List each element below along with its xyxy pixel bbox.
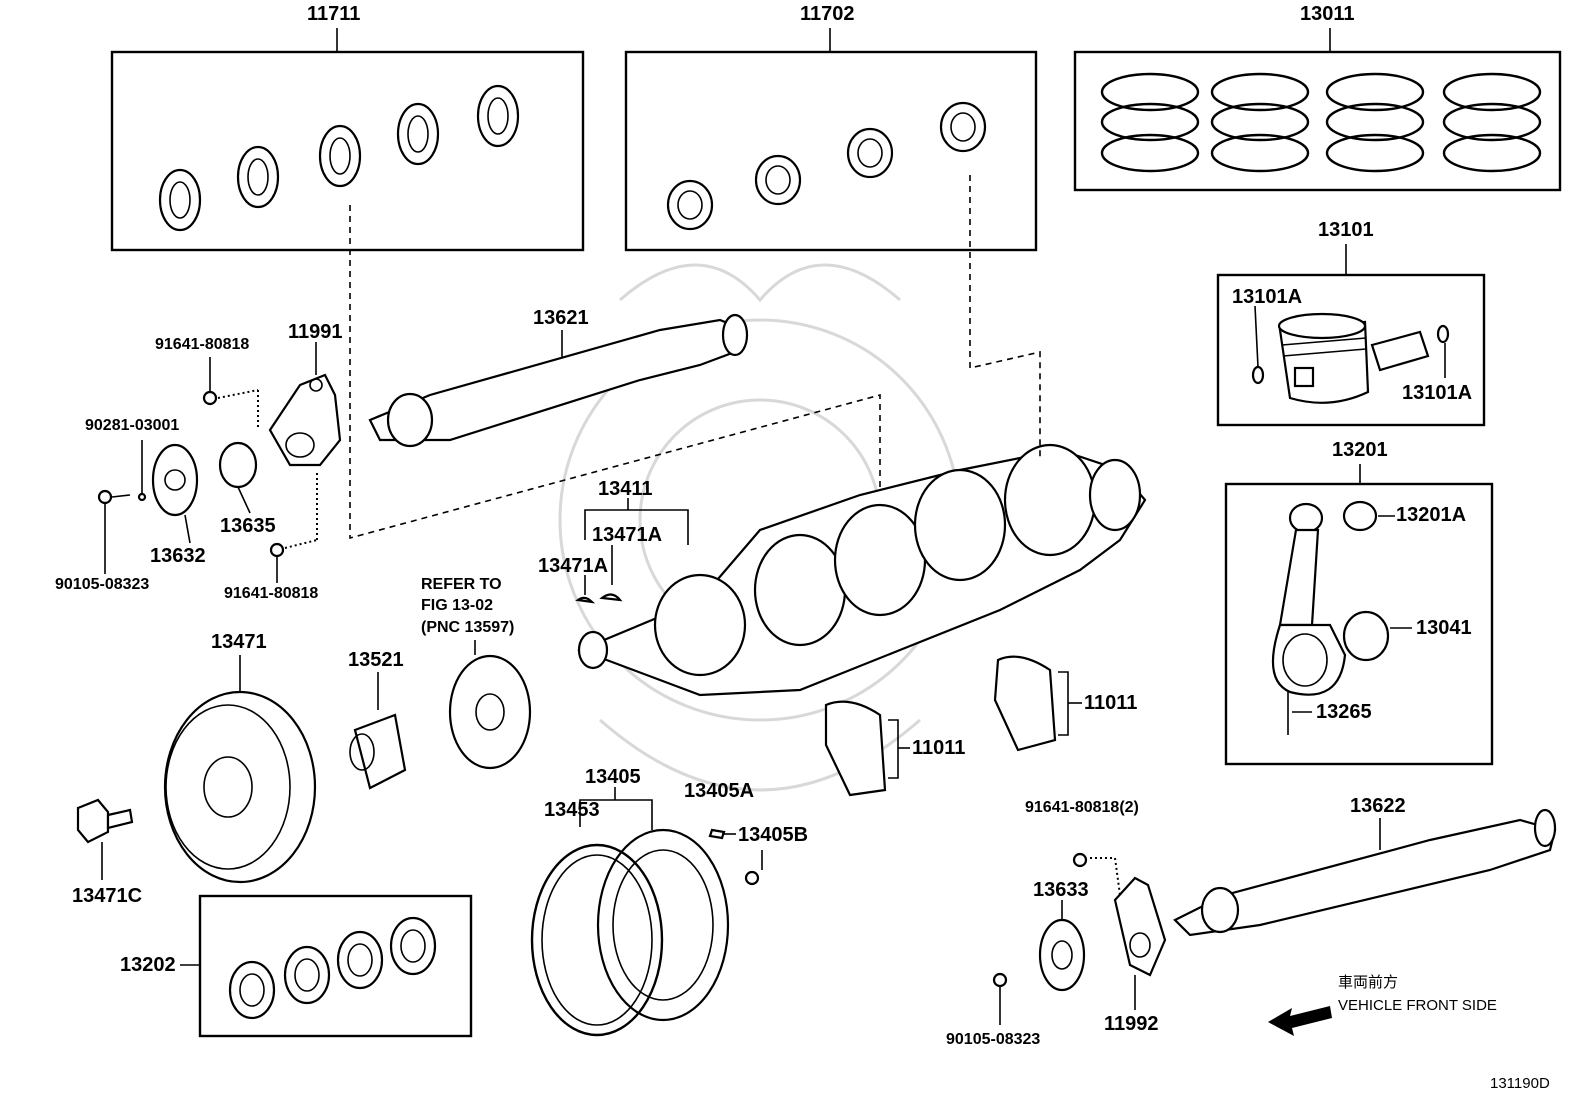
label-91641-80818-2[interactable]: 91641-80818(2) [1025, 799, 1139, 816]
label-13411[interactable]: 13411 [598, 478, 653, 500]
thrust-washers-11011 [824, 655, 1082, 797]
label-11011-right[interactable]: 11011 [1084, 692, 1138, 714]
figure-code: 131190D [1490, 1075, 1550, 1092]
key-leaders [575, 498, 689, 604]
balancer-drive-parts [97, 342, 342, 583]
label-13471a-lower[interactable]: 13471A [538, 555, 609, 577]
crank-sprocket [448, 640, 532, 770]
pulley-bolt-13471c [76, 798, 134, 880]
label-13202[interactable]: 13202 [120, 954, 176, 976]
crank-gear-13521 [349, 672, 407, 790]
flywheel-13405 [530, 787, 763, 1037]
label-91641-80818-b[interactable]: 91641-80818 [224, 585, 319, 602]
label-13622[interactable]: 13622 [1350, 795, 1406, 817]
refer-fig[interactable]: FIG 13-02 [421, 597, 494, 614]
piston-assy-13101 [1216, 244, 1486, 427]
label-13471[interactable]: 13471 [211, 631, 267, 653]
balance-shaft-13622 [1173, 808, 1557, 937]
balance-shaft-13621 [368, 313, 749, 448]
label-13265[interactable]: 13265 [1316, 701, 1372, 723]
label-13101a-1[interactable]: 13101A [1232, 286, 1303, 308]
label-13635[interactable]: 13635 [220, 515, 276, 537]
label-13405b[interactable]: 13405B [738, 824, 809, 846]
label-13011[interactable]: 13011 [1300, 3, 1355, 25]
label-13471a-upper[interactable]: 13471A [592, 524, 663, 546]
label-13405[interactable]: 13405 [585, 766, 641, 788]
label-90105-08323-a[interactable]: 90105-08323 [55, 576, 150, 593]
label-13471c[interactable]: 13471C [72, 885, 143, 907]
label-13632[interactable]: 13632 [150, 545, 206, 567]
label-11011-left[interactable]: 11011 [912, 737, 966, 759]
label-13101[interactable]: 13101 [1318, 219, 1374, 241]
label-13201a[interactable]: 13201A [1396, 504, 1467, 526]
bearing-set-11702 [624, 28, 1038, 252]
crankshaft [349, 175, 1147, 697]
label-13405a[interactable]: 13405A [684, 780, 755, 802]
front-arrow-icon [1268, 1006, 1332, 1036]
label-13041[interactable]: 13041 [1416, 617, 1472, 639]
label-13521[interactable]: 13521 [348, 649, 404, 671]
label-90281-03001[interactable]: 90281-03001 [85, 417, 180, 434]
label-11702[interactable]: 11702 [800, 3, 855, 25]
connecting-rod-assy-13201 [1224, 464, 1494, 766]
label-13621[interactable]: 13621 [533, 307, 589, 329]
label-11991[interactable]: 11991 [288, 321, 343, 343]
label-11711[interactable]: 11711 [307, 3, 361, 25]
front-side-jp: 車両前方 [1338, 974, 1399, 991]
front-side-en: VEHICLE FRONT SIDE [1338, 997, 1497, 1014]
bearing-set-13202 [180, 894, 473, 1038]
label-11992[interactable]: 11992 [1104, 1013, 1159, 1035]
crank-pulley-13471 [163, 655, 317, 884]
label-13453[interactable]: 13453 [544, 799, 600, 821]
bearing-set-11711 [110, 28, 585, 252]
balancer-drive-parts-2 [992, 852, 1167, 1025]
label-13633[interactable]: 13633 [1033, 879, 1089, 901]
label-13201[interactable]: 13201 [1332, 439, 1388, 461]
piston-ring-set-13011 [1073, 28, 1562, 192]
label-90105-08323-b[interactable]: 90105-08323 [946, 1031, 1041, 1048]
refer-pnc[interactable]: (PNC 13597) [421, 619, 515, 636]
label-91641-80818-a[interactable]: 91641-80818 [155, 336, 250, 353]
refer-text: REFER TO [421, 576, 502, 593]
label-13101a-2[interactable]: 13101A [1402, 382, 1473, 404]
